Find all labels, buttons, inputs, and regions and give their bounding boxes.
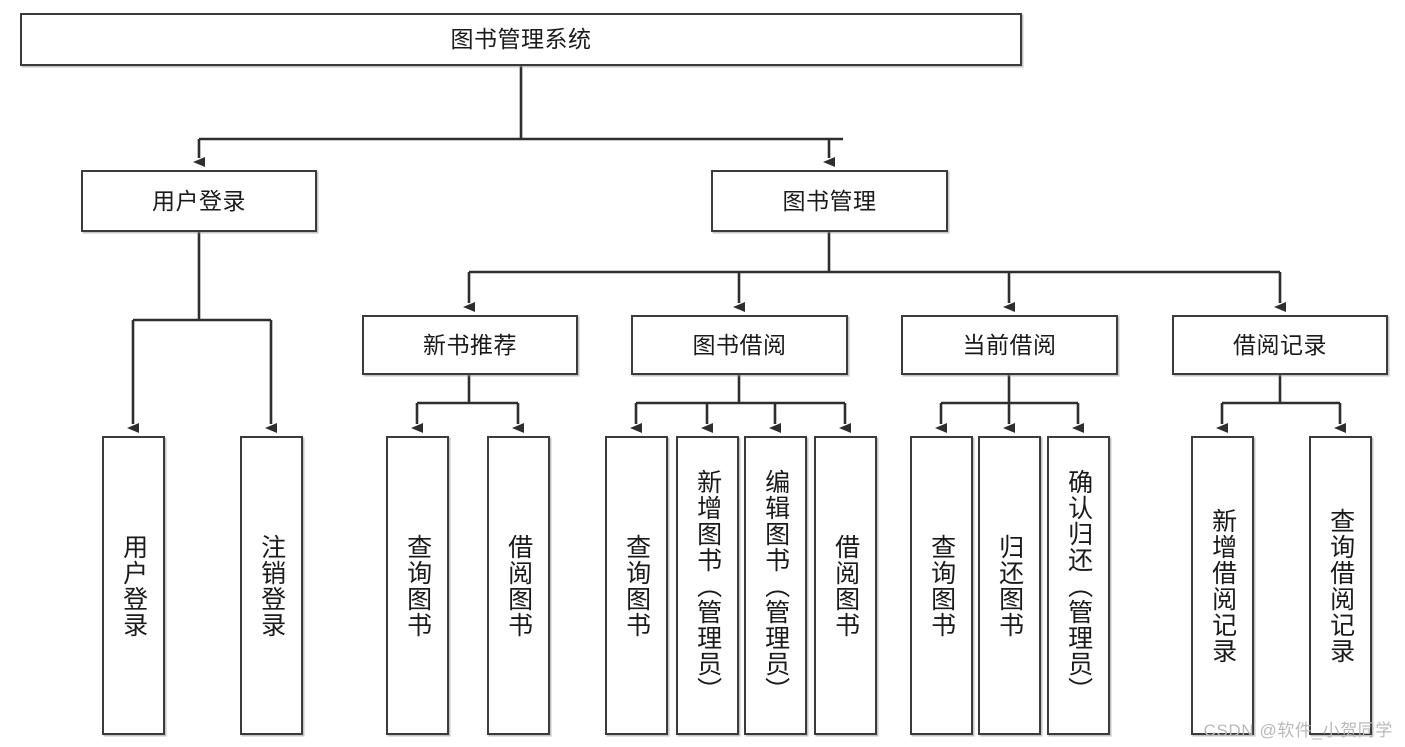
node-label: 新增借阅记录	[1208, 507, 1237, 664]
node-book-management[interactable]: 图书管理	[711, 170, 948, 232]
leaf-user-login-signin[interactable]: 用户登录	[102, 436, 165, 735]
node-label: 图书管理	[782, 187, 877, 214]
node-new-book-recommend[interactable]: 新书推荐	[362, 315, 578, 375]
node-borrow-record[interactable]: 借阅记录	[1172, 315, 1388, 375]
leaf-current-return-book[interactable]: 归还图书	[978, 436, 1041, 735]
leaf-borrow-add-book-admin[interactable]: 新增图书（管理员）	[676, 436, 739, 735]
node-label: 查询图书	[927, 533, 956, 638]
leaf-current-query-book[interactable]: 查询图书	[910, 436, 973, 735]
node-label: 图书管理系统	[450, 26, 592, 53]
node-label: 用户登录	[152, 187, 246, 214]
node-label: 查询图书	[403, 533, 432, 638]
node-label: 当前借阅	[962, 331, 1057, 358]
node-label: 编辑图书（管理员）	[761, 468, 790, 703]
leaf-borrow-query-book[interactable]: 查询图书	[605, 436, 668, 735]
node-label: 新书推荐	[423, 331, 517, 358]
leaf-borrow-borrow-book[interactable]: 借阅图书	[814, 436, 877, 735]
node-label: 借阅图书	[831, 533, 860, 638]
node-current-borrow[interactable]: 当前借阅	[901, 315, 1118, 375]
node-label: 借阅图书	[504, 533, 533, 638]
leaf-borrow-edit-book-admin[interactable]: 编辑图书（管理员）	[744, 436, 807, 735]
leaf-new-book-borrow[interactable]: 借阅图书	[487, 436, 550, 735]
csdn-watermark: CSDN @软件_小贺同学	[1203, 721, 1393, 740]
leaf-current-confirm-return-admin[interactable]: 确认归还（管理员）	[1047, 436, 1110, 735]
node-label: 查询图书	[622, 533, 651, 638]
node-label: 图书借阅	[692, 331, 787, 358]
leaf-user-login-signout[interactable]: 注销登录	[240, 436, 303, 735]
node-root-system[interactable]: 图书管理系统	[20, 13, 1022, 66]
node-label: 注销登录	[257, 533, 286, 638]
node-user-login[interactable]: 用户登录	[81, 170, 317, 232]
leaf-record-add-record[interactable]: 新增借阅记录	[1191, 436, 1254, 735]
leaf-new-book-query[interactable]: 查询图书	[386, 436, 449, 735]
node-label: 查询借阅记录	[1326, 507, 1355, 664]
node-label: 用户登录	[119, 533, 148, 638]
node-label: 归还图书	[995, 533, 1024, 638]
node-label: 借阅记录	[1233, 331, 1327, 358]
node-label: 确认归还（管理员）	[1064, 468, 1093, 703]
leaf-record-query-record[interactable]: 查询借阅记录	[1309, 436, 1372, 735]
node-label: 新增图书（管理员）	[693, 468, 722, 703]
node-book-borrow[interactable]: 图书借阅	[631, 315, 848, 375]
